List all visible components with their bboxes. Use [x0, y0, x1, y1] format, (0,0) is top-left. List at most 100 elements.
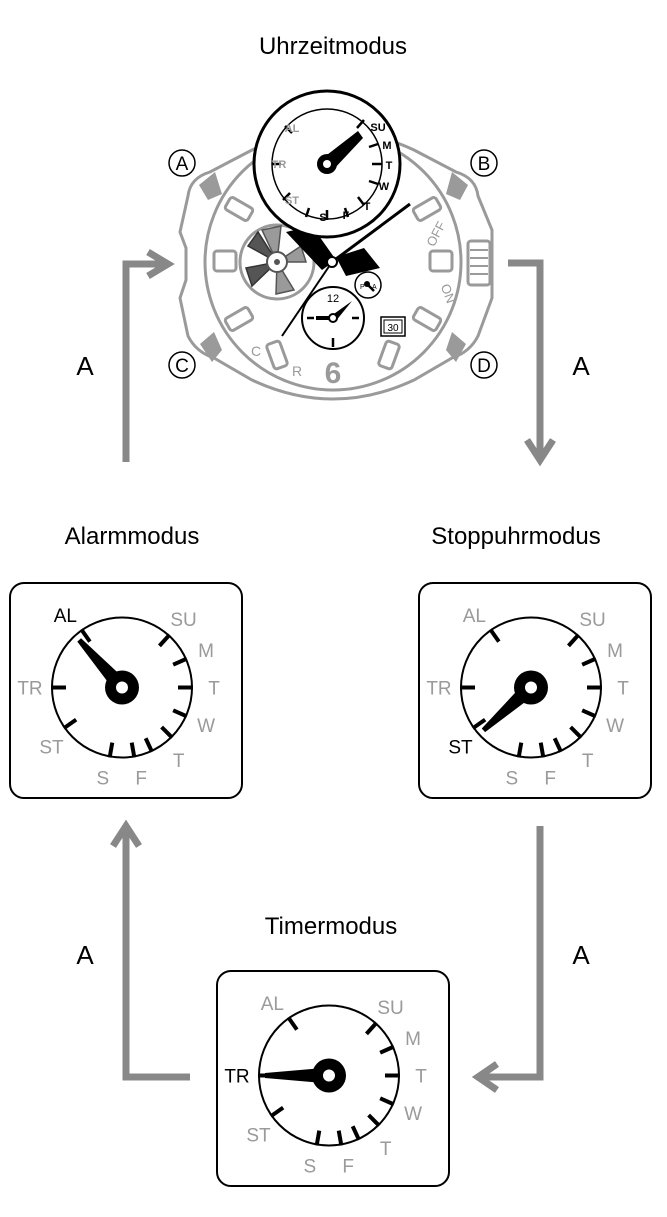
top-dial-al: AL: [285, 123, 300, 135]
dial-tick: [269, 1105, 285, 1118]
dial-tick: [172, 708, 188, 719]
dial-label-su: SU: [377, 998, 403, 1019]
dial-label-m: M: [607, 641, 623, 662]
date-window: 30: [380, 316, 406, 337]
dial-tick: [160, 725, 174, 740]
dial-tick: [172, 656, 188, 667]
dial-label-m: M: [405, 1029, 421, 1050]
dial-tick: [286, 1016, 299, 1031]
main-hands: [281, 202, 411, 337]
top-dial-f: F: [343, 210, 350, 222]
arrow-stopwatch-to-timer-head: [471, 1061, 499, 1093]
pusher-a: [199, 172, 222, 200]
arrow-time-to-stopwatch: [508, 259, 544, 460]
pusher-b: [446, 172, 468, 200]
dial-tick: [314, 1130, 322, 1146]
pa-a: A: [372, 284, 377, 291]
dial-tick: [569, 725, 583, 740]
bezel-c: C: [251, 343, 261, 359]
dial-tick: [379, 1044, 395, 1055]
arrow-stopwatch-to-timer: [478, 826, 544, 1081]
stopwatch-mode-title: Stoppuhrmodus: [431, 523, 600, 550]
dial-label-m: M: [198, 641, 214, 662]
dial-label-t1: T: [617, 679, 629, 700]
dial-label-f: F: [342, 1156, 354, 1177]
dial-label-st: ST: [448, 738, 473, 759]
button-labels: A B C D: [168, 149, 498, 379]
top-dial-st: ST: [285, 195, 299, 207]
dial-tick: [107, 742, 115, 758]
arrow-alarm-to-time-head: [146, 248, 175, 280]
dial-label-w: W: [606, 716, 624, 737]
pa-indicator: P A: [354, 271, 382, 299]
dial-tick: [552, 737, 563, 753]
dial-tick: [62, 717, 78, 730]
arrow-timer-to-alarm: [122, 826, 190, 1081]
top-dial-t2: T: [364, 201, 371, 213]
button-b-label: B: [478, 154, 491, 175]
dial-label-al: AL: [54, 606, 77, 627]
dial-tick: [516, 742, 524, 758]
dial-label-tr: TR: [426, 679, 451, 700]
watch: 6 C R OFF ON 12 P: [178, 89, 494, 401]
dial-label-st: ST: [246, 1126, 271, 1147]
dial-label-al: AL: [261, 994, 284, 1015]
dial-label-s: S: [304, 1156, 317, 1177]
dial-label-t2: T: [173, 751, 185, 772]
dial-tick: [79, 628, 92, 643]
top-dial-s: S: [319, 212, 326, 224]
dial-tick: [471, 717, 487, 730]
dial-hub-center: [323, 1069, 335, 1082]
dial-hub-center: [525, 681, 537, 694]
dial-tick: [566, 633, 580, 648]
mode-subdial-top: AL SU M T W T F S ST TR: [252, 89, 402, 239]
dial-tick: [581, 708, 597, 719]
subdial-twelve: 12: [327, 293, 339, 305]
dial-label-t2: T: [380, 1139, 392, 1160]
arrow-timer-to-alarm-head: [110, 819, 142, 848]
alarm-mode-title: Alarmmodus: [65, 523, 200, 550]
dial-label-f: F: [135, 768, 147, 789]
dial-tick: [538, 742, 546, 758]
dial-label-tr: TR: [17, 679, 42, 700]
arrow-label-left-top: A: [76, 351, 94, 381]
arrow-label-left-bottom: A: [76, 940, 94, 970]
crown: [466, 239, 492, 287]
top-dial-t1: T: [386, 160, 393, 172]
top-dial-su: SU: [370, 122, 385, 134]
button-c-label: C: [175, 356, 189, 377]
dial-tick: [364, 1021, 378, 1036]
dial-label-t2: T: [582, 751, 594, 772]
bezel-r: R: [292, 363, 302, 379]
time-mode-title: Uhrzeitmodus: [259, 33, 407, 60]
pa-p: P: [360, 284, 365, 291]
arrow-alarm-to-time: [122, 260, 168, 462]
arrow-time-to-stopwatch-head: [524, 438, 556, 467]
arrow-label-right-bottom: A: [572, 940, 590, 970]
dial-label-w: W: [404, 1104, 422, 1125]
button-a-label: A: [176, 154, 189, 175]
dial-tick: [581, 656, 597, 667]
dial-label-t1: T: [415, 1067, 427, 1088]
dial-label-s: S: [97, 768, 110, 789]
dial-label-s: S: [506, 768, 519, 789]
flow-arrows: [110, 248, 556, 1093]
dial-tick: [379, 1096, 395, 1107]
dial-hub-center: [116, 681, 128, 694]
timer-mode-title: Timermodus: [265, 913, 397, 940]
dial-label-t1: T: [208, 679, 220, 700]
top-dial-w: W: [379, 181, 390, 193]
dial-tick: [367, 1113, 381, 1128]
dial-tick: [157, 633, 171, 648]
dial-label-st: ST: [39, 738, 64, 759]
button-d-label: D: [477, 356, 491, 377]
date-value: 30: [387, 323, 399, 334]
bezel-on: ON: [438, 282, 459, 305]
hour-subdial: 12: [301, 286, 365, 350]
dial-label-al: AL: [463, 606, 486, 627]
pusher-c: [200, 332, 222, 362]
dial-label-f: F: [544, 768, 556, 789]
